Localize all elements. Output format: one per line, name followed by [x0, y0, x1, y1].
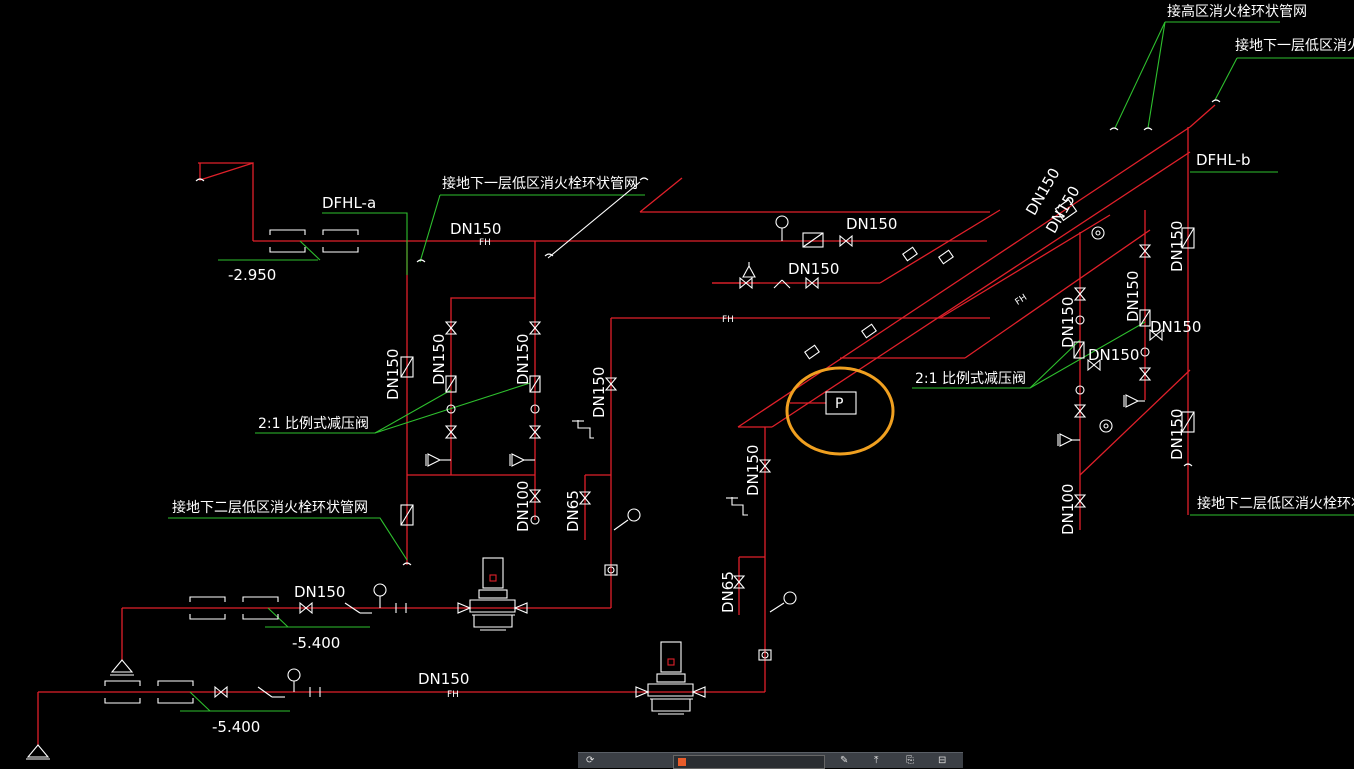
dn150-label-top: DN150	[450, 220, 501, 238]
note-b2-loop-left: 接地下二层低区消火栓环状管网	[172, 499, 368, 516]
note-b1-loop-right: 接地下一层低区消火栓环状管网	[1235, 37, 1354, 54]
dn150-label-valve-top: DN150	[846, 215, 897, 233]
dfhl-a-label: DFHL-a	[322, 194, 376, 212]
note-prv-left: 2:1 比例式减压阀	[258, 416, 369, 432]
note-prv-right: 2:1 比例式减压阀	[915, 371, 1026, 387]
dn150-label-riser-a: DN150	[384, 349, 402, 400]
color-swatch-icon	[678, 758, 686, 766]
fh-label-diag: FH	[1014, 293, 1029, 308]
pressure-switch-label: P	[835, 396, 843, 412]
dn150-label-mid-3: DN150	[1150, 318, 1201, 336]
command-toolbar: ⟳ ✎ ⤒ ⎘ ⊟	[578, 752, 963, 769]
edit-icon[interactable]: ✎	[840, 755, 849, 766]
dn150-label-b-bot: DN150	[1168, 409, 1186, 460]
note-high-loop: 接高区消火栓环状管网	[1167, 3, 1307, 20]
dn150-label-mid-pipe: DN150	[294, 583, 345, 601]
elev-top-label: -2.950	[228, 266, 276, 284]
dn150-label-bot-pipe: DN150	[418, 670, 469, 688]
pump-lower	[635, 641, 706, 715]
note-b2-loop-right: 接地下二层低区消火栓环状管网	[1197, 495, 1354, 512]
upload-icon[interactable]: ⤒	[874, 755, 879, 766]
leader-lines	[168, 21, 1354, 712]
dn65-label-right: DN65	[719, 571, 737, 613]
dn150-label-riser-fh: DN150	[590, 367, 608, 418]
dn100-label-left: DN100	[514, 481, 532, 532]
refresh-icon[interactable]: ⟳	[586, 755, 595, 766]
elev-mid-label: -5.400	[292, 634, 340, 652]
copy-icon[interactable]: ⎘	[906, 755, 914, 766]
dn150-label-branch-1: DN150	[430, 334, 448, 385]
dfhl-b-label: DFHL-b	[1196, 151, 1251, 169]
fh-label-mid: FH	[722, 315, 734, 325]
text-labels: DN150 FH DFHL-a -2.950 DN150 DN150 FH FH…	[172, 3, 1354, 736]
dn150-label-mid-1: DN150	[1059, 297, 1077, 348]
dn150-label-branch-2: DN150	[514, 334, 532, 385]
panel-icon[interactable]: ⊟	[938, 755, 947, 766]
dn150-label-valve-mid: DN150	[788, 260, 839, 278]
elev-bot-label: -5.400	[212, 718, 260, 736]
dn150-label-mid-4: DN150	[1088, 346, 1139, 364]
dn150-label-mid-2: DN150	[1124, 271, 1142, 322]
dn100-label-right: DN100	[1059, 484, 1077, 535]
fh-label-top: FH	[479, 238, 491, 248]
dn65-label-left: DN65	[564, 490, 582, 532]
note-b1-loop: 接地下一层低区消火栓环状管网	[442, 175, 638, 192]
pipe-network	[37, 104, 1216, 745]
fh-label-bot: FH	[447, 690, 459, 700]
valve-symbols	[26, 99, 1221, 760]
pump-upper	[457, 557, 528, 631]
highlight-circle	[785, 366, 895, 456]
pressure-switch[interactable]: P	[825, 391, 857, 415]
dn150-label-b-top: DN150	[1168, 221, 1186, 272]
dn150-label-riser-2: DN150	[744, 445, 762, 496]
